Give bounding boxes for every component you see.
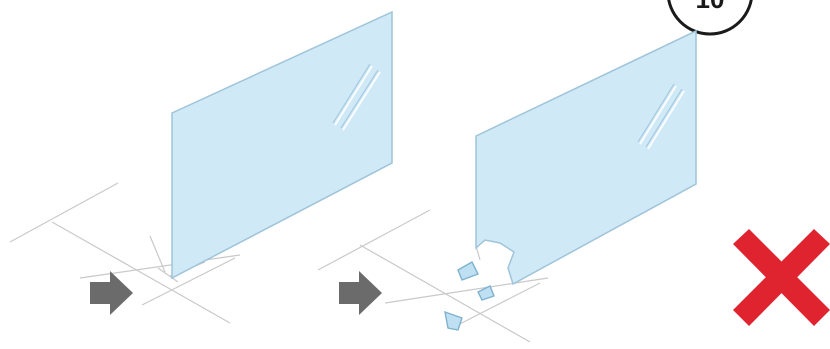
glass-reflection-right: [639, 85, 685, 150]
glass-shard: [457, 261, 479, 281]
step-badge-number: 10: [696, 0, 725, 14]
glass-reflection-left: [334, 65, 381, 131]
push-arrow-icon-left: [90, 271, 133, 315]
glass-shard: [477, 285, 495, 301]
glass-shard: [444, 310, 463, 331]
floor-grid-left: [9, 182, 241, 324]
glass-reflection-left-shadow: [332, 63, 379, 129]
glass-panel-intact: [171, 10, 393, 280]
glass-reflection-right-shadow: [637, 83, 683, 148]
red-x-icon: [733, 229, 830, 326]
glass-panel-chipped: [475, 29, 697, 286]
floor-grid-right: [317, 209, 549, 343]
push-arrow-icon-right: [339, 271, 382, 315]
step-badge: 10: [667, 0, 753, 36]
glass-shards: [444, 261, 495, 331]
